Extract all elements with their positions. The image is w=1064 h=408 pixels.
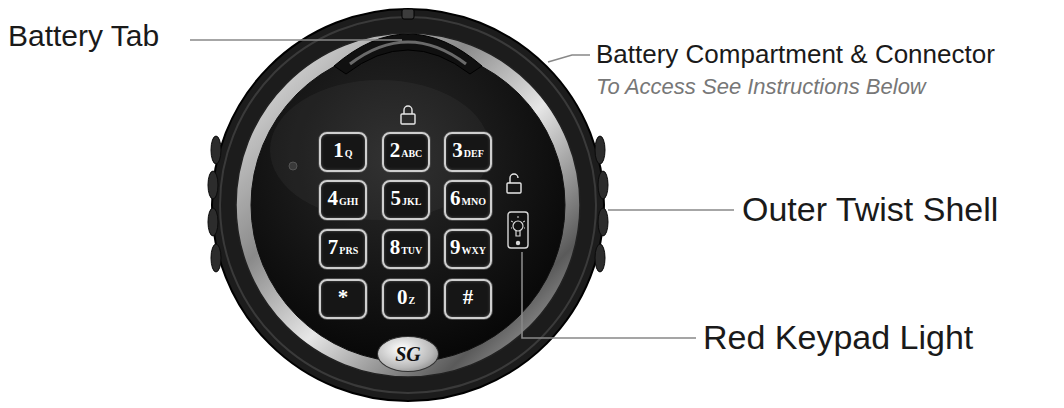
note-text: To Access See Instructions Below xyxy=(596,74,926,100)
keypad-key: 7PRS xyxy=(319,229,367,269)
key-letters: MNO xyxy=(462,197,486,207)
key-label: 9 xyxy=(450,237,461,258)
key-label: 1 xyxy=(333,140,344,161)
key-label: * xyxy=(338,287,349,308)
part-label: Battery Compartment & Connector xyxy=(596,39,995,70)
keypad-key: 4GHI xyxy=(319,180,367,220)
key-letters: PRS xyxy=(339,246,358,256)
keypad-key: 0Z xyxy=(382,279,430,319)
keypad-key: 5JKL xyxy=(382,180,430,220)
key-label: 3 xyxy=(452,140,463,161)
key-letters: DEF xyxy=(464,149,484,159)
part-label: Battery Tab xyxy=(8,18,159,54)
key-letters: Z xyxy=(408,296,415,306)
key-label: 8 xyxy=(390,237,401,258)
battery-tab-notch xyxy=(402,9,414,19)
part-label: Outer Twist Shell xyxy=(742,189,998,230)
light-icon xyxy=(508,212,528,248)
outer-shell xyxy=(212,9,604,401)
key-label: 2 xyxy=(390,140,401,161)
key-label: SG xyxy=(395,344,421,364)
key-letters: Q xyxy=(345,149,353,159)
part-label: Red Keypad Light xyxy=(703,317,973,358)
light-dot xyxy=(289,162,297,170)
keypad-key: # xyxy=(444,279,492,319)
battery-tab-gloss xyxy=(350,42,466,64)
keypad-key: 6MNO xyxy=(444,180,492,220)
key-label: 0 xyxy=(397,287,408,308)
chrome-bezel xyxy=(236,33,580,377)
key-letters: GHI xyxy=(339,197,358,207)
logo-badge: SG xyxy=(377,336,439,372)
key-label: 4 xyxy=(328,188,339,209)
keypad-key: 2ABC xyxy=(382,132,430,172)
unlock-icon xyxy=(507,174,521,193)
key-label: 7 xyxy=(328,237,339,258)
key-letters: TUV xyxy=(401,246,422,256)
key-label: 5 xyxy=(391,188,402,209)
face-gloss xyxy=(270,80,490,220)
key-letters: JKL xyxy=(402,197,421,207)
key-label: # xyxy=(463,287,474,308)
keypad-key: 1Q xyxy=(319,132,367,172)
key-letters: ABC xyxy=(401,149,422,159)
keypad-face xyxy=(251,48,565,362)
key-label: 6 xyxy=(450,188,461,209)
shell-rim xyxy=(220,17,596,393)
keypad-key: * xyxy=(319,279,367,319)
key-letters: WXY xyxy=(462,246,486,256)
keypad-key: 3DEF xyxy=(444,132,492,172)
keypad-key: 9WXY xyxy=(444,229,492,269)
lock-icon xyxy=(401,106,415,124)
keypad-key: 8TUV xyxy=(382,229,430,269)
